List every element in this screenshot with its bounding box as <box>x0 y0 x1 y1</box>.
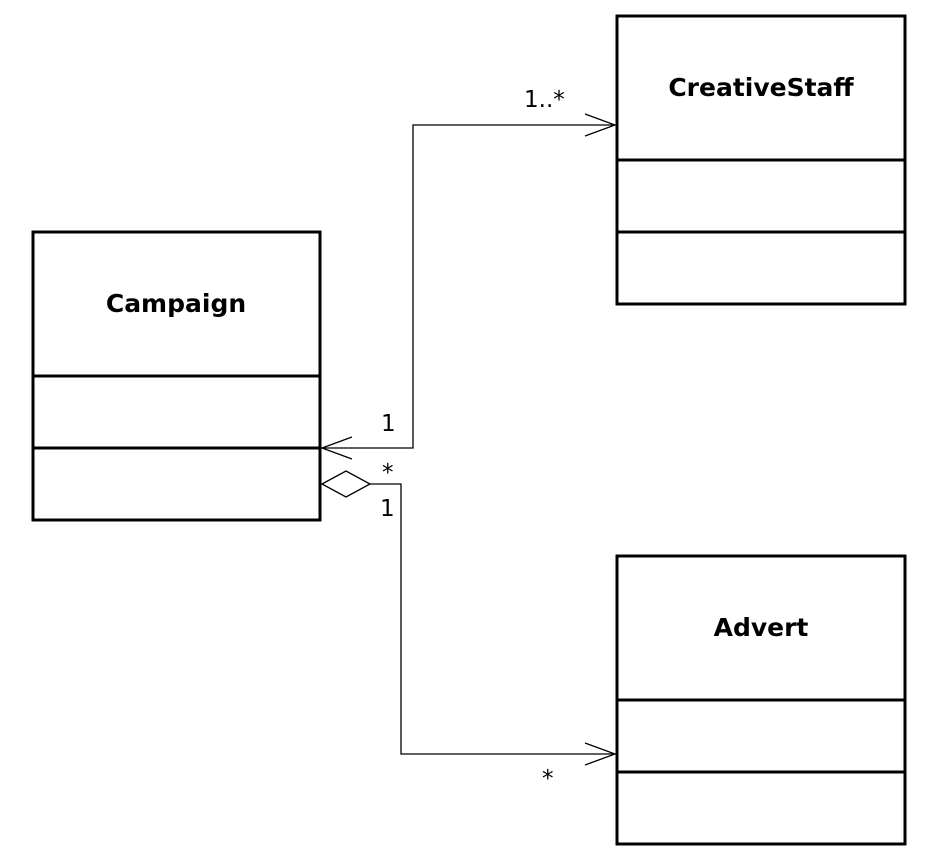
arrowhead-to-creative-staff-icon <box>584 113 617 137</box>
class-creative-staff[interactable]: CreativeStaff <box>615 14 907 306</box>
multiplicity-campaign-end-advert-lower: 1 <box>380 496 395 522</box>
multiplicity-creative-staff-end: 1..* <box>524 87 565 113</box>
class-advert[interactable]: Advert <box>615 554 907 846</box>
class-campaign[interactable]: Campaign <box>31 230 322 522</box>
association-campaign-creative-staff[interactable]: 1..* 1 <box>320 87 617 460</box>
aggregation-diamond-icon <box>320 470 372 498</box>
multiplicity-campaign-end-advert-upper: * <box>382 460 394 486</box>
multiplicity-advert-end: * <box>542 766 554 792</box>
association-campaign-creative-staff-line <box>322 124 615 449</box>
class-creative-staff-name: CreativeStaff <box>668 73 854 102</box>
aggregation-campaign-advert[interactable]: * 1 * <box>320 460 617 792</box>
aggregation-campaign-advert-line <box>370 483 615 755</box>
multiplicity-campaign-end-staff: 1 <box>381 411 396 437</box>
class-campaign-name: Campaign <box>106 289 246 318</box>
class-advert-name: Advert <box>714 613 809 642</box>
arrowhead-to-advert-icon <box>584 742 617 766</box>
arrowhead-to-campaign-icon <box>320 436 353 460</box>
